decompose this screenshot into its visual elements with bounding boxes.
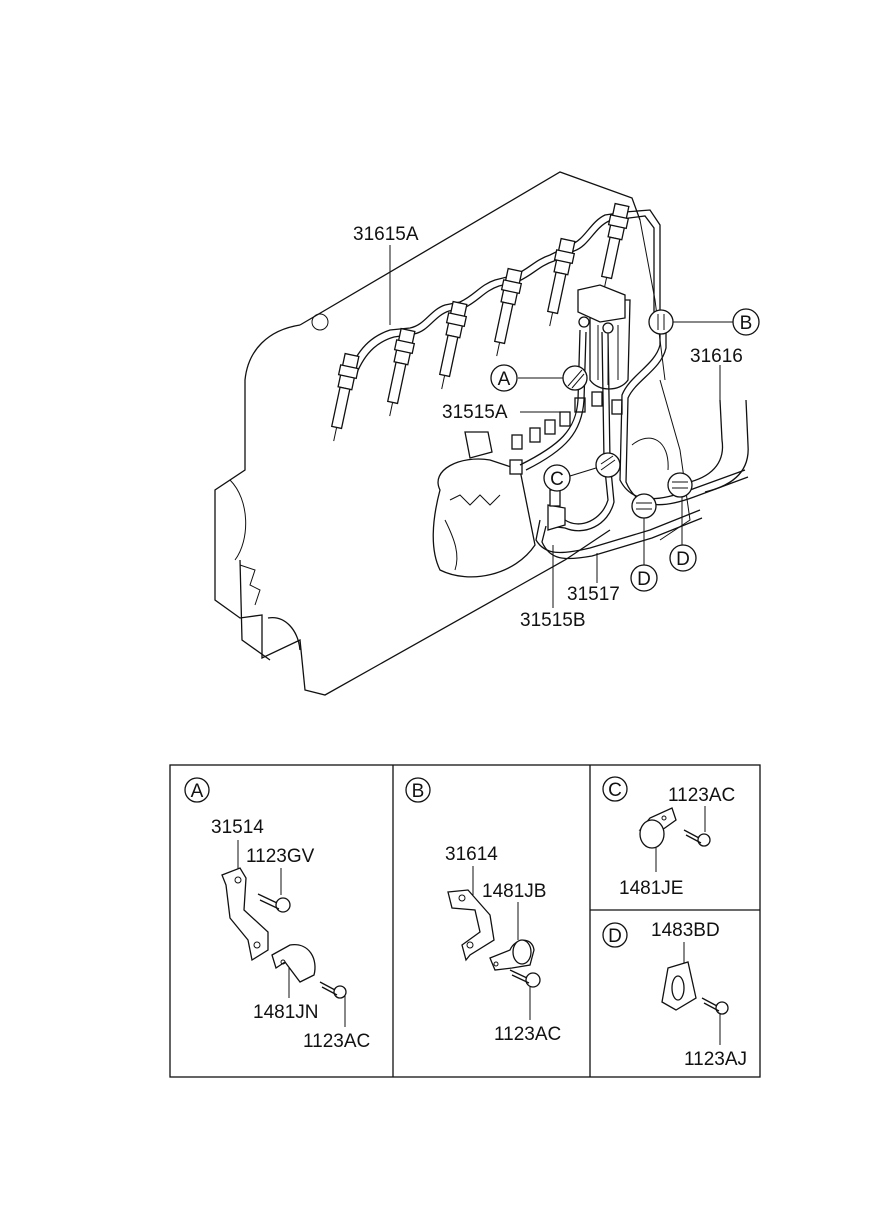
panel-c-letter: C — [608, 780, 622, 801]
label-1123gv: 1123GV — [246, 846, 315, 867]
callout-d2[interactable]: D — [669, 544, 697, 572]
callout-d1[interactable]: D — [630, 564, 658, 592]
bolt-1123ac-a — [319, 981, 347, 999]
callout-c[interactable]: C — [543, 464, 571, 492]
bolt-1123aj — [701, 997, 729, 1015]
label-31616: 31616 — [690, 346, 743, 367]
label-31517: 31517 — [567, 584, 620, 605]
injector-3 — [438, 300, 468, 390]
clip-marker-b — [648, 309, 674, 335]
clip-marker-a — [562, 365, 588, 391]
label-1123ac-b: 1123AC — [494, 1024, 561, 1045]
engine-block — [214, 171, 691, 696]
detail-panels — [169, 764, 761, 1078]
label-31514: 31514 — [211, 817, 264, 838]
clip-marker-c — [595, 452, 621, 478]
leader-lines — [389, 245, 733, 608]
label-31614: 31614 — [445, 844, 498, 865]
panel-b-letter: B — [412, 781, 425, 802]
label-1481je: 1481JE — [619, 878, 683, 899]
clip-marker-d2 — [667, 472, 693, 498]
clip-markers — [562, 309, 693, 519]
bolt-1123gv — [257, 893, 291, 913]
panel-a-letter: A — [191, 781, 204, 802]
clip-1483bd — [661, 961, 697, 1011]
label-1481jn: 1481JN — [253, 1002, 319, 1023]
fuel-pump — [432, 391, 623, 578]
injector-2 — [386, 327, 416, 417]
panel-d: D 1483BD 1123AJ — [602, 920, 747, 1070]
callout-b[interactable]: B — [732, 308, 760, 336]
bolt-1123ac-c — [683, 829, 711, 847]
fuel-filter — [577, 284, 631, 390]
label-1123aj: 1123AJ — [684, 1049, 747, 1070]
panel-c: C 1123AC 1481JE — [602, 776, 735, 899]
callout-a[interactable]: A — [490, 364, 518, 392]
clamp-1481jn — [271, 944, 316, 983]
callout-c-letter: C — [550, 469, 564, 490]
injector-4 — [493, 267, 523, 357]
label-1483bd: 1483BD — [651, 920, 720, 941]
clip-marker-d1 — [631, 493, 657, 519]
callout-b-letter: B — [740, 313, 753, 334]
injectors — [330, 202, 630, 442]
bracket-31614 — [447, 889, 495, 962]
clamp-1481je — [638, 807, 677, 849]
label-1481jb: 1481JB — [482, 881, 546, 902]
bolt-1123ac-b — [509, 969, 541, 988]
callout-d2-letter: D — [676, 549, 690, 570]
clamp-1481jb — [489, 939, 535, 971]
panel-a: A 31514 1123GV 1481JN 1123AC — [184, 777, 370, 1052]
panel-d-letter: D — [608, 926, 622, 947]
bracket-31514 — [221, 867, 269, 962]
label-31615a: 31615A — [353, 224, 419, 245]
injector-6 — [600, 202, 630, 292]
panel-b: B 31614 1481JB 1123AC — [405, 777, 561, 1045]
injector-1 — [330, 352, 360, 442]
fuel-lines — [519, 329, 749, 560]
label-31515b: 31515B — [520, 610, 586, 631]
callout-d1-letter: D — [637, 569, 651, 590]
label-1123ac-c: 1123AC — [668, 785, 735, 806]
fuel-rail — [349, 209, 661, 376]
callout-a-letter: A — [498, 369, 511, 390]
label-1123ac-a: 1123AC — [303, 1031, 370, 1052]
injector-5 — [546, 237, 576, 327]
label-31515a: 31515A — [442, 402, 508, 423]
